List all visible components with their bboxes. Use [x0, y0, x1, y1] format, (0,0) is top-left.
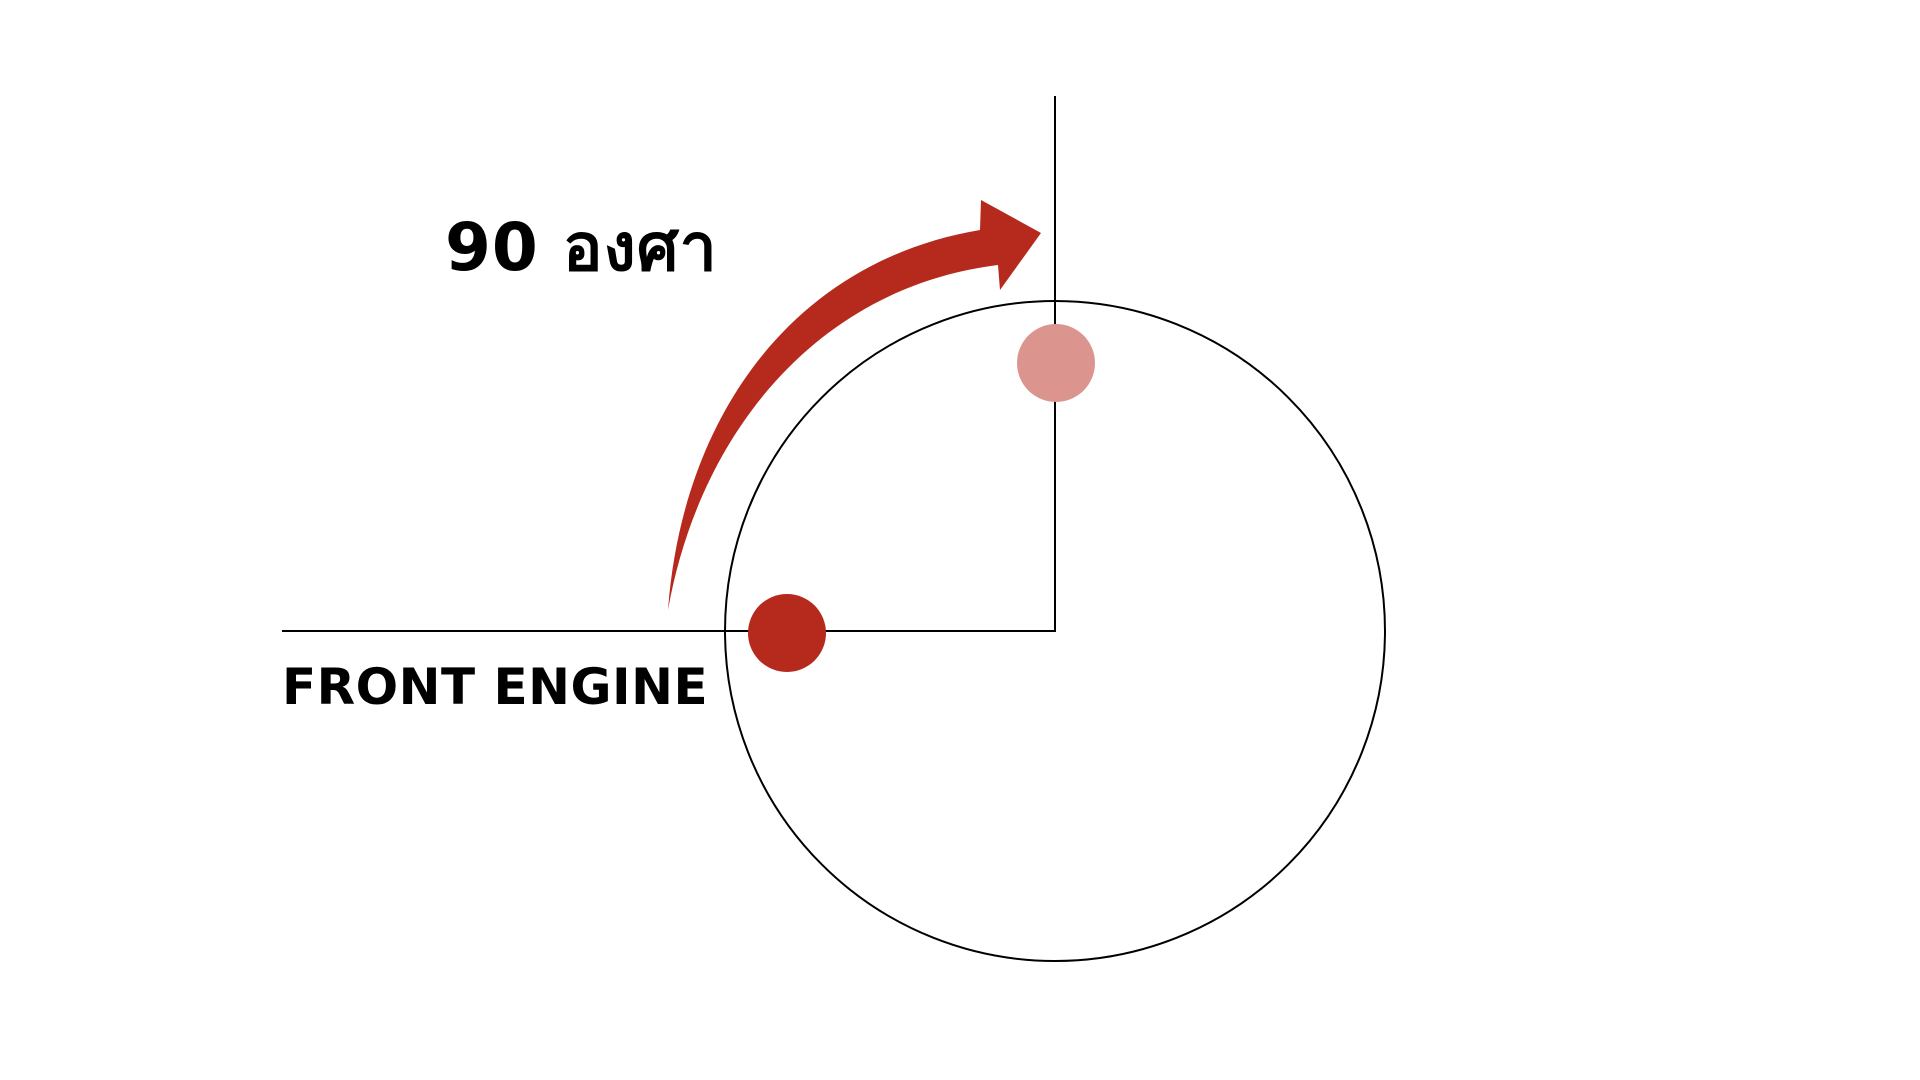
- end-position-dot-icon: [1017, 324, 1095, 402]
- curved-arrow-icon: [668, 200, 1041, 610]
- angle-label: 90 องศา: [445, 209, 718, 286]
- front-engine-label: FRONT ENGINE: [282, 658, 709, 716]
- start-position-dot-icon: [748, 594, 826, 672]
